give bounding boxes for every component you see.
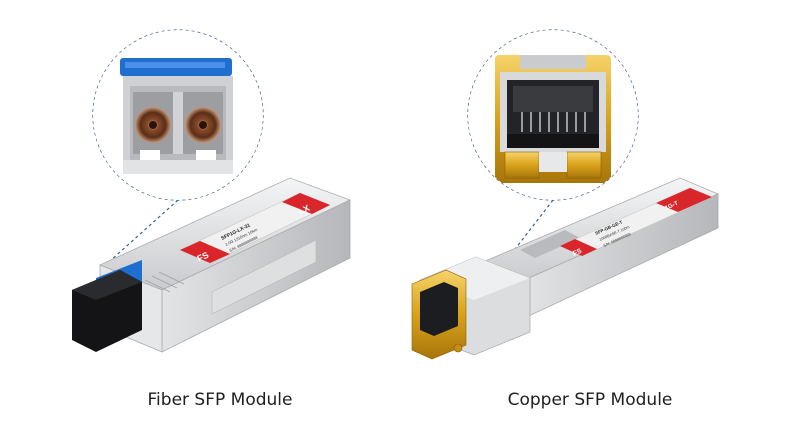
fiber-caption: Fiber SFP Module xyxy=(147,390,293,410)
fiber-type-badge: LX xyxy=(296,203,311,217)
copper-type-badge: 1G-T xyxy=(664,201,679,212)
copper-sfp-module: FS 1G-T SFP-GB-GE-T 1000BASE-T 100m S/N:… xyxy=(411,29,720,360)
copper-brand-mark: FS xyxy=(572,248,583,258)
fiber-zoom-inset xyxy=(92,29,264,201)
fiber-brand-mark: FS xyxy=(195,250,210,264)
copper-module-body xyxy=(411,177,720,360)
copper-caption: Copper SFP Module xyxy=(507,390,673,410)
fiber-module-body xyxy=(72,177,352,353)
fiber-sfp-module: FS LX SFP1G-LX-31 1.0G 1310nm 10km S/N: … xyxy=(72,29,352,353)
copper-zoom-inset xyxy=(467,29,639,201)
copper-callout-line xyxy=(504,199,554,263)
